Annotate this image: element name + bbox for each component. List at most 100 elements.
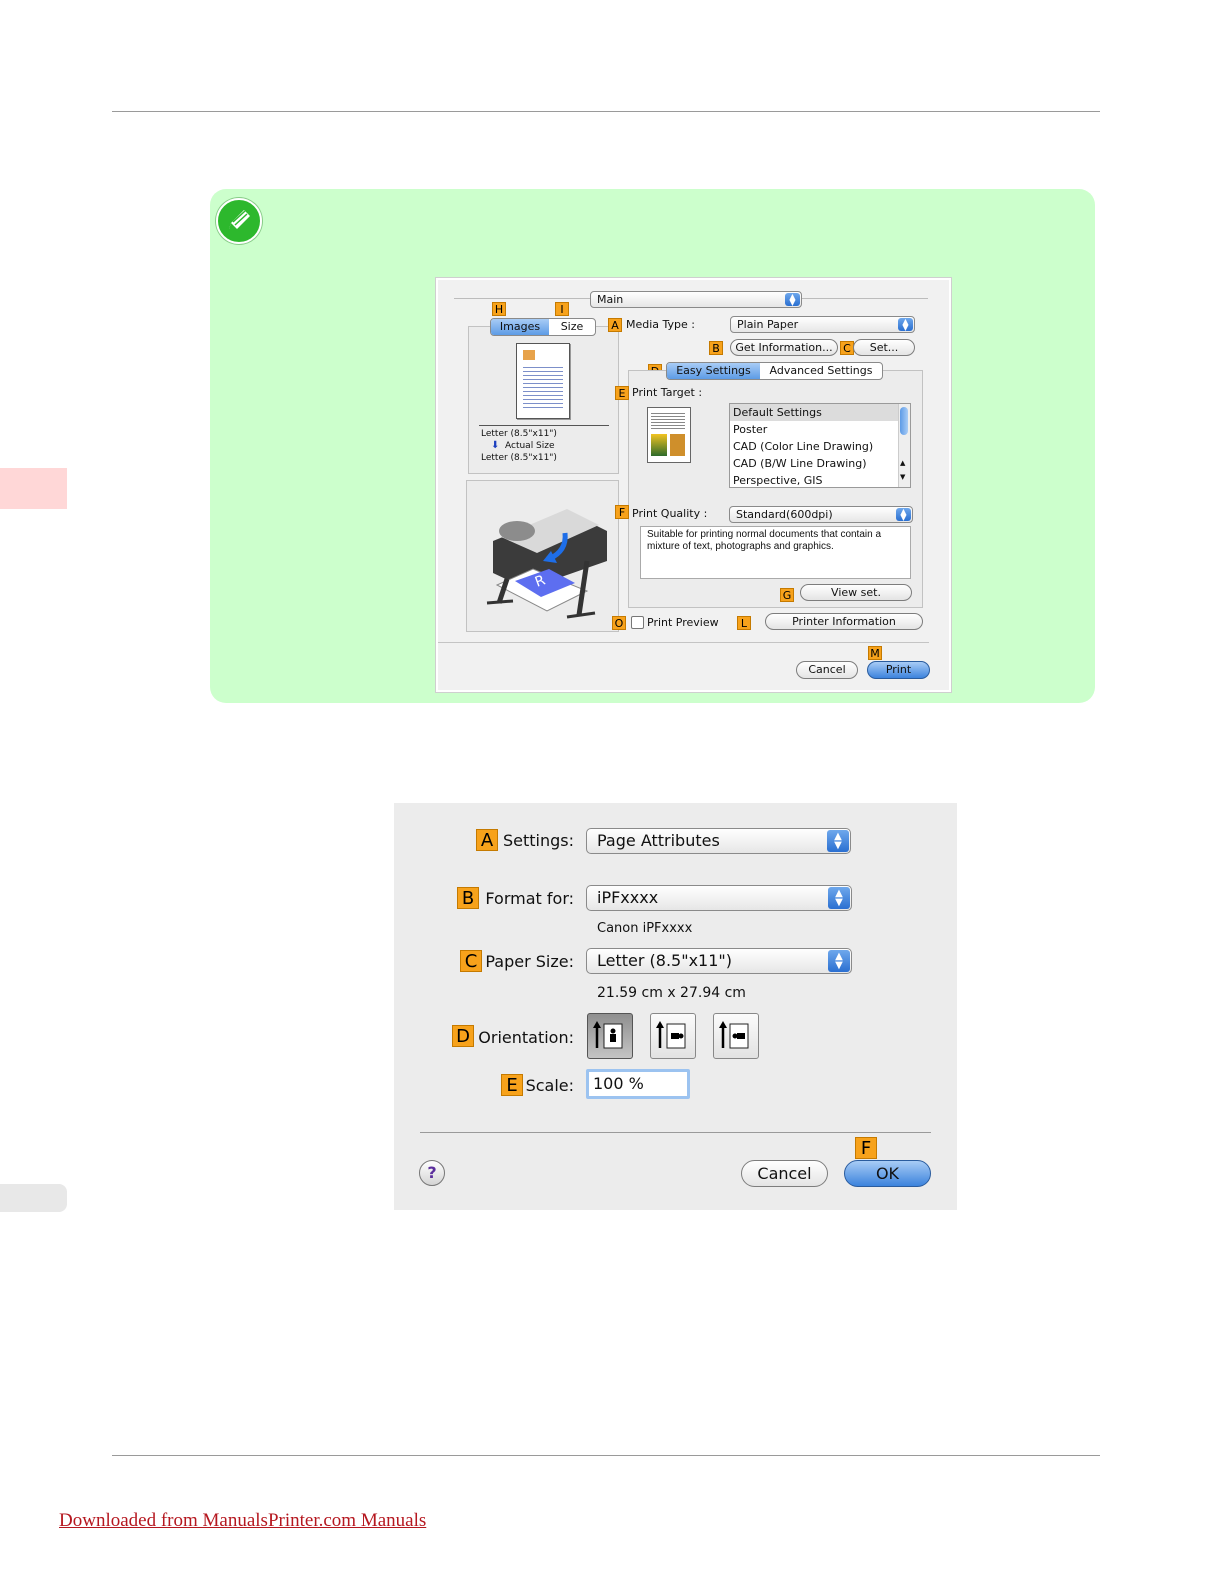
left-tab-group: Images Size <box>490 318 596 336</box>
media-type-label: Media Type : <box>626 318 696 331</box>
paper-preview <box>516 343 570 419</box>
popup-arrows-icon: ▲▼ <box>896 508 911 522</box>
printer-driver-dialog: Main ▲▼ H I Letter (8.5"x11") ⬇ Actual S… <box>436 278 951 692</box>
format-for-description: Canon iPFxxxx <box>597 921 693 936</box>
header-rule <box>112 111 1100 112</box>
bottom-divider <box>438 642 929 643</box>
list-item[interactable]: Default Settings <box>730 404 910 421</box>
paper-size-label: Paper Size: <box>485 952 574 971</box>
landscape-left-orientation-icon <box>656 1021 686 1049</box>
print-target-list[interactable]: Default Settings Poster CAD (Color Line … <box>729 403 911 488</box>
footer-divider <box>420 1132 931 1133</box>
format-for-value: iPFxxxx <box>597 888 659 907</box>
cancel-button[interactable]: Cancel <box>741 1160 828 1187</box>
popup-arrows-icon: ▲▼ <box>785 293 800 307</box>
badge-e: E <box>501 1074 523 1096</box>
paper-size-value: Letter (8.5"x11") <box>597 951 733 970</box>
print-preview-label: Print Preview <box>647 616 719 629</box>
badge-f: F <box>855 1137 877 1159</box>
scroll-thumb[interactable] <box>900 407 908 435</box>
settings-label: Settings: <box>502 831 574 850</box>
tab-images[interactable]: Images <box>491 319 549 335</box>
media-type-select[interactable]: Plain Paper ▲▼ <box>730 316 915 333</box>
popup-arrows-icon: ▲▼ <box>827 830 849 852</box>
badge-c: C <box>460 950 482 972</box>
media-type-value: Plain Paper <box>737 318 799 331</box>
print-preview-checkbox[interactable] <box>631 616 644 629</box>
preview-size-2: Letter (8.5"x11") <box>481 453 557 463</box>
down-arrow-icon: ⬇ <box>491 440 500 451</box>
preview-scale: Actual Size <box>505 441 555 451</box>
print-quality-select[interactable]: Standard(600dpi) ▲▼ <box>729 506 913 523</box>
main-menu-value: Main <box>597 293 624 306</box>
popup-arrows-icon: ▲▼ <box>828 950 850 972</box>
badge-m: M <box>868 646 882 660</box>
badge-h: H <box>492 302 506 316</box>
badge-a: A <box>476 829 498 851</box>
print-quality-label: Print Quality : <box>632 507 708 520</box>
preview-size-1: Letter (8.5"x11") <box>481 429 557 439</box>
list-scrollbar[interactable]: ▲ ▼ <box>898 404 910 487</box>
scale-input[interactable]: 100 % <box>586 1069 690 1099</box>
scroll-down-icon[interactable]: ▼ <box>900 473 906 481</box>
tab-easy-settings[interactable]: Easy Settings <box>667 363 760 379</box>
paper-size-select[interactable]: Letter (8.5"x11") ▲▼ <box>586 948 852 974</box>
thumb-graphic <box>670 434 685 456</box>
print-target-thumbnail <box>647 407 691 463</box>
print-target-label: Print Target : <box>632 386 703 399</box>
chapter-tab <box>0 468 67 509</box>
printer-information-button[interactable]: Printer Information <box>765 613 923 630</box>
orientation-label: Orientation: <box>478 1028 574 1047</box>
portrait-orientation-icon <box>593 1021 623 1049</box>
format-for-label: Format for: <box>485 889 574 908</box>
ok-button[interactable]: OK <box>844 1160 931 1187</box>
cancel-button[interactable]: Cancel <box>796 661 858 679</box>
thumb-text <box>651 411 685 431</box>
list-item[interactable]: CAD (Color Line Drawing) <box>733 440 874 453</box>
paper-dimensions: 21.59 cm x 27.94 cm <box>597 985 746 1001</box>
list-item[interactable]: Poster <box>733 423 768 436</box>
badge-e: E <box>615 386 629 400</box>
landscape-right-orientation-icon <box>719 1021 749 1049</box>
settings-select[interactable]: Page Attributes ▲▼ <box>586 828 851 854</box>
print-quality-value: Standard(600dpi) <box>736 508 833 521</box>
badge-b: B <box>709 341 723 355</box>
orientation-landscape-left-button[interactable] <box>650 1013 696 1059</box>
badge-g: G <box>780 588 794 602</box>
scale-value: 100 % <box>593 1074 644 1093</box>
popup-arrows-icon: ▲▼ <box>828 887 850 909</box>
badge-a: A <box>608 318 622 332</box>
preview-panel: Letter (8.5"x11") ⬇ Actual Size Letter (… <box>468 326 619 474</box>
help-icon[interactable]: ? <box>419 1160 445 1186</box>
format-for-select[interactable]: iPFxxxx ▲▼ <box>586 885 852 911</box>
orientation-portrait-button[interactable] <box>587 1013 633 1059</box>
page-setup-dialog: A Settings: Page Attributes ▲▼ B Format … <box>394 803 957 1210</box>
footer-rule <box>112 1455 1100 1456</box>
get-information-button[interactable]: Get Information... <box>730 339 838 356</box>
set-button[interactable]: Set... <box>853 339 915 356</box>
index-tab <box>0 1184 67 1212</box>
badge-i: I <box>555 302 569 316</box>
download-source-link[interactable]: Downloaded from ManualsPrinter.com Manua… <box>59 1510 427 1531</box>
scale-label: Scale: <box>525 1076 574 1095</box>
badge-d: D <box>452 1025 474 1047</box>
preview-divider <box>479 425 609 426</box>
scroll-up-icon[interactable]: ▲ <box>900 459 906 467</box>
list-item[interactable]: Perspective, GIS <box>733 474 823 487</box>
printer-image-panel: R <box>466 480 619 632</box>
orientation-landscape-right-button[interactable] <box>713 1013 759 1059</box>
help-icon-glyph: ? <box>427 1163 437 1182</box>
paper-image-thumb <box>523 350 535 360</box>
thumb-photo <box>651 434 667 456</box>
badge-o: O <box>612 616 626 630</box>
paper-text-lines <box>523 364 563 410</box>
main-menu-select[interactable]: Main ▲▼ <box>590 291 802 308</box>
tab-size[interactable]: Size <box>560 320 584 333</box>
view-set-button[interactable]: View set. <box>800 584 912 601</box>
tab-advanced-settings[interactable]: Advanced Settings <box>769 364 873 377</box>
quality-description-text: Suitable for printing normal documents t… <box>647 529 882 552</box>
printer-illustration: R <box>486 509 607 619</box>
quality-description: Suitable for printing normal documents t… <box>640 526 911 579</box>
print-button[interactable]: Print <box>867 661 930 679</box>
list-item[interactable]: CAD (B/W Line Drawing) <box>733 457 867 470</box>
